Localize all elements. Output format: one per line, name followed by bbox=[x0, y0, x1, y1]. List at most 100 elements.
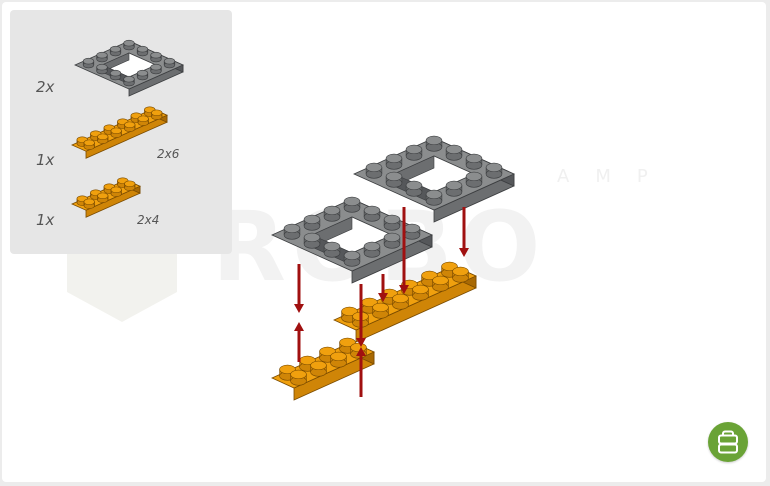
instruction-canvas: AMP ROBO 2x 1x 2x6 1x 2x4 bbox=[2, 2, 766, 482]
stud bbox=[404, 224, 420, 239]
stud bbox=[84, 140, 95, 150]
stud-top bbox=[433, 276, 449, 285]
stud bbox=[164, 58, 175, 68]
stud-top bbox=[291, 370, 307, 379]
arrow-head bbox=[294, 304, 304, 313]
stud bbox=[311, 361, 327, 376]
stud bbox=[304, 233, 320, 248]
stud bbox=[331, 352, 347, 367]
stud bbox=[453, 267, 469, 282]
assembly-diagram: AMP ROBO 2x 1x 2x6 1x 2x4 bbox=[2, 2, 766, 482]
stud-top bbox=[426, 136, 442, 145]
stud-top bbox=[110, 46, 121, 52]
stud bbox=[84, 199, 95, 209]
briefcase-icon bbox=[708, 422, 748, 462]
stud bbox=[97, 64, 108, 74]
stud bbox=[433, 276, 449, 291]
stud-top bbox=[97, 52, 108, 58]
stud bbox=[151, 52, 162, 62]
stud-top bbox=[406, 145, 422, 154]
stud-top bbox=[386, 172, 402, 181]
stud-top bbox=[466, 154, 482, 163]
stud-top bbox=[83, 58, 94, 64]
watermark-top-text: AMP bbox=[557, 166, 674, 187]
stud bbox=[138, 116, 149, 126]
stud bbox=[386, 154, 402, 169]
stud-top bbox=[366, 163, 382, 172]
stud bbox=[486, 163, 502, 178]
stud bbox=[291, 370, 307, 385]
stud bbox=[413, 285, 429, 300]
stud bbox=[83, 58, 94, 68]
stud-top bbox=[110, 70, 121, 76]
stud bbox=[364, 206, 380, 221]
stud-top bbox=[386, 154, 402, 163]
assembly-arrow bbox=[356, 347, 366, 397]
stud-top bbox=[446, 181, 462, 190]
stud bbox=[111, 128, 122, 138]
stud-top bbox=[364, 206, 380, 215]
stud-top bbox=[137, 70, 148, 76]
stud-top bbox=[164, 58, 175, 64]
stud bbox=[366, 163, 382, 178]
stud-top bbox=[446, 145, 462, 154]
part-qty-orange-2x4: 1x bbox=[36, 211, 55, 229]
stud-top bbox=[344, 251, 360, 260]
orange-plate-2x4 bbox=[272, 338, 374, 400]
stud bbox=[97, 134, 108, 144]
stud bbox=[137, 70, 148, 80]
part-dims-orange-2x6: 2x6 bbox=[157, 147, 180, 161]
stud-top bbox=[111, 128, 122, 134]
stud bbox=[304, 215, 320, 230]
stud-top bbox=[384, 215, 400, 224]
stud bbox=[324, 242, 340, 257]
stud bbox=[124, 181, 135, 191]
stud-top bbox=[331, 352, 347, 361]
part-qty-gray-frame: 2x bbox=[36, 78, 55, 96]
stud bbox=[324, 206, 340, 221]
stud bbox=[151, 110, 162, 120]
stud-top bbox=[124, 181, 135, 187]
stud-top bbox=[373, 303, 389, 312]
stud-top bbox=[138, 116, 149, 122]
stud-top bbox=[124, 76, 135, 82]
stud-top bbox=[151, 52, 162, 58]
stud bbox=[110, 70, 121, 80]
stud-top bbox=[351, 343, 367, 352]
stud-top bbox=[151, 110, 162, 116]
stud bbox=[124, 40, 135, 50]
stud bbox=[393, 294, 409, 309]
stud-top bbox=[453, 267, 469, 276]
stud bbox=[406, 181, 422, 196]
stud bbox=[373, 303, 389, 318]
stud bbox=[386, 172, 402, 187]
stud bbox=[151, 64, 162, 74]
stud-top bbox=[97, 134, 108, 140]
stud bbox=[446, 181, 462, 196]
stud-top bbox=[324, 242, 340, 251]
stud bbox=[124, 76, 135, 86]
stud-top bbox=[137, 46, 148, 52]
stud-top bbox=[311, 361, 327, 370]
stud bbox=[364, 242, 380, 257]
stud-top bbox=[413, 285, 429, 294]
stud bbox=[466, 154, 482, 169]
stud-top bbox=[393, 294, 409, 303]
stud-top bbox=[384, 233, 400, 242]
stud-top bbox=[324, 206, 340, 215]
stud-top bbox=[97, 64, 108, 70]
stud bbox=[466, 172, 482, 187]
stud-top bbox=[466, 172, 482, 181]
stud bbox=[110, 46, 121, 56]
stud-top bbox=[406, 181, 422, 190]
stud-top bbox=[284, 224, 300, 233]
help-button[interactable] bbox=[708, 422, 748, 462]
assembly-arrow bbox=[294, 322, 304, 362]
stud-top bbox=[486, 163, 502, 172]
stud bbox=[384, 215, 400, 230]
stud-top bbox=[344, 197, 360, 206]
stud bbox=[446, 145, 462, 160]
stud bbox=[384, 233, 400, 248]
stud-top bbox=[111, 187, 122, 193]
stud-top bbox=[304, 215, 320, 224]
